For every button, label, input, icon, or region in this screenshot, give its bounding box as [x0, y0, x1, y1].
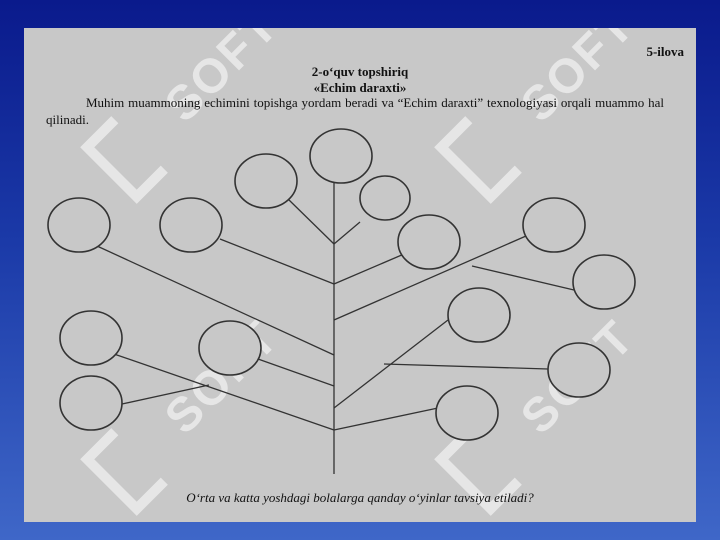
tree-branch — [383, 363, 549, 370]
tree-branch — [121, 384, 210, 405]
tree-node-circle — [198, 320, 262, 376]
tree-node-circle — [522, 197, 586, 253]
task-title: 2-o‘quv topshiriq — [311, 64, 409, 79]
task-subtitle: «Echim daraxti» — [313, 80, 407, 95]
tree-branch — [333, 235, 527, 321]
slide-page: SOFT SOFT SOFT SOFT 5-ilova 2-o‘quv tops… — [24, 28, 696, 522]
tree-branch — [287, 198, 335, 245]
tree-node-circle — [359, 175, 411, 221]
tree-node-circle — [547, 342, 611, 398]
tree-branch — [113, 353, 335, 431]
appendix-label: 5-ilova — [646, 44, 684, 59]
tree-node-circle — [309, 128, 373, 184]
task-description: Muhim muammoning echimini topishga yorda… — [46, 95, 664, 127]
tree-branch — [219, 238, 335, 285]
tree-branch — [257, 358, 335, 387]
tree-branch — [333, 407, 439, 431]
tree-node-circle — [435, 385, 499, 441]
tree-branch — [96, 245, 335, 356]
tree-node-circle — [59, 375, 123, 431]
task-question: O‘rta va katta yoshdagi bolalarga qanday… — [186, 490, 534, 505]
tree-node-circle — [47, 197, 111, 253]
solution-tree-diagram — [47, 128, 636, 474]
tree-node-circle — [234, 153, 298, 209]
tree-node-circle — [59, 310, 123, 366]
tree-node-circle — [159, 197, 223, 253]
tree-node-circle — [572, 254, 636, 310]
tree-node-circle — [397, 214, 461, 270]
tree-branch — [333, 253, 405, 285]
tree-node-circle — [447, 287, 511, 343]
tree-branch — [333, 221, 361, 245]
tree-branch — [471, 265, 575, 291]
